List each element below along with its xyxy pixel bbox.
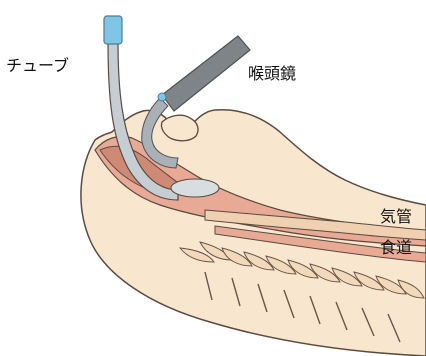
tube-cuff [171, 179, 219, 197]
laryngoscope-handle [162, 36, 250, 111]
laryngoscope-label: 喉頭鏡 [248, 66, 296, 82]
tube-connector [104, 16, 122, 44]
trachea-label: 気管 [380, 209, 412, 225]
esophagus-label: 食道 [380, 240, 412, 256]
laryngoscope-light [158, 93, 166, 101]
tube-label: チューブ [6, 58, 69, 74]
